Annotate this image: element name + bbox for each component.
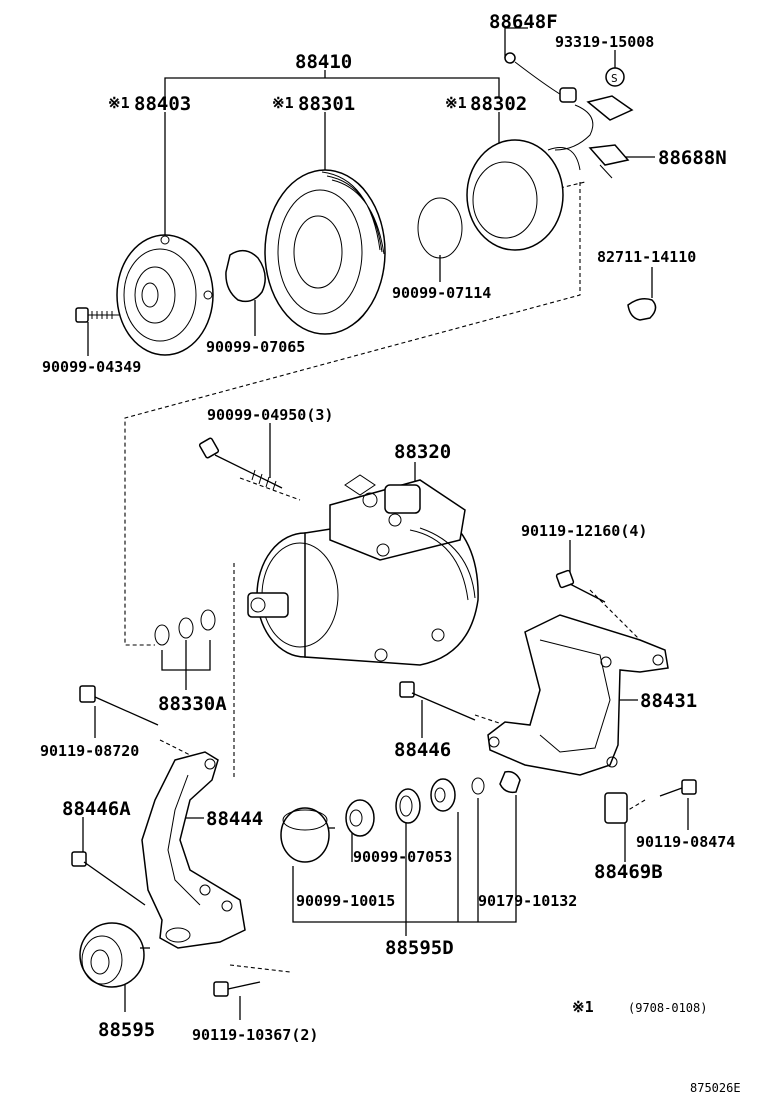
note-range: (9708-0108) (628, 1001, 707, 1015)
label-88446A: 88446A (62, 798, 131, 820)
label-88446: 88446 (394, 739, 451, 761)
label-90179-10132: 90179-10132 (478, 892, 577, 910)
part-number-labels: 88648F 93319-15008 88410 ※1 88403 ※1 883… (40, 11, 741, 1095)
snap-ring-90099-07114 (417, 197, 463, 259)
bolt-88446A (71, 851, 146, 906)
label-88431: 88431 (640, 690, 697, 712)
marker-88301: ※1 (272, 94, 294, 112)
label-88410: 88410 (295, 51, 352, 73)
label-90119-10367: 90119-10367(2) (192, 1026, 318, 1044)
label-93319-15008: 93319-15008 (555, 33, 654, 51)
shim-90099-07065 (225, 249, 266, 303)
label-90119-12160: 90119-12160(4) (521, 522, 647, 540)
label-90099-07053: 90099-07053 (353, 848, 452, 866)
wire-harness-part (504, 52, 634, 151)
label-90119-08720: 90119-08720 (40, 742, 139, 760)
label-88595D: 88595D (385, 937, 454, 959)
idler-pulley-88595 (79, 922, 150, 988)
marker-88403: ※1 (108, 94, 130, 112)
bolt-90119-08720 (79, 685, 159, 726)
leader-lines (82, 27, 689, 1020)
clutch-hub-part (116, 234, 214, 356)
marker-88302: ※1 (445, 94, 467, 112)
stator-coil-part (466, 139, 581, 251)
clip-88688N (588, 144, 630, 179)
label-90099-04950: 90099-04950(3) (207, 406, 333, 424)
o-rings-88330A (154, 609, 216, 646)
label-82711-14110: 82711-14110 (597, 248, 696, 266)
bolt-90099-04950 (198, 437, 283, 491)
label-88301: 88301 (298, 93, 355, 115)
label-88330A: 88330A (158, 693, 227, 715)
bracket-88431 (487, 614, 669, 776)
label-90099-07065: 90099-07065 (206, 338, 305, 356)
label-90099-07114: 90099-07114 (392, 284, 491, 302)
pulley-part (264, 169, 386, 335)
bolt-90119-10367 (213, 981, 261, 997)
clamp-82711 (627, 298, 657, 321)
label-88469B: 88469B (594, 861, 663, 883)
diagram-id: 875026E (690, 1081, 741, 1095)
bolt-90119-12160 (555, 569, 606, 603)
bolt-90099-04349 (75, 307, 120, 323)
compressor-part (247, 474, 479, 666)
note-mark: ※1 (572, 998, 594, 1016)
bracket-88444 (141, 751, 246, 949)
label-88444: 88444 (206, 808, 263, 830)
label-88302: 88302 (470, 93, 527, 115)
label-88688N: 88688N (658, 147, 727, 169)
label-88403: 88403 (134, 93, 191, 115)
label-88595: 88595 (98, 1019, 155, 1041)
bolt-88446 (399, 681, 476, 721)
label-88320: 88320 (394, 441, 451, 463)
screw-93319: S (605, 67, 625, 87)
svg-text:S: S (611, 72, 618, 85)
label-90099-04349: 90099-04349 (42, 358, 141, 376)
pulley-kit-parts (280, 770, 521, 863)
spacer-88469B (604, 792, 628, 824)
bolt-90119-08474 (659, 779, 697, 797)
label-90119-08474: 90119-08474 (636, 833, 735, 851)
label-90099-10015: 90099-10015 (296, 892, 395, 910)
label-88648F: 88648F (489, 11, 558, 33)
